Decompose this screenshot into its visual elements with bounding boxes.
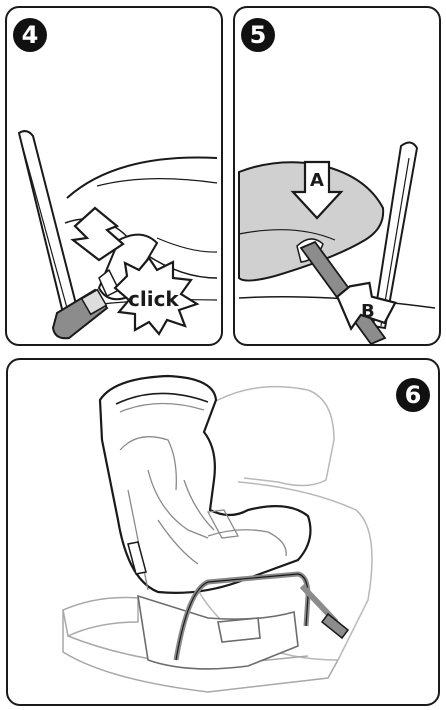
arrow-b-label: B	[361, 301, 375, 322]
step-4-illustration: click	[7, 8, 223, 346]
click-label: click	[128, 287, 179, 311]
step-6-illustration	[8, 360, 440, 706]
arrow-a-label: A	[310, 170, 324, 191]
step-5-panel: 5 A B	[233, 6, 441, 346]
step-5-badge: 5	[241, 18, 275, 52]
step-4-panel: 4 click	[5, 6, 223, 346]
step-4-badge: 4	[13, 18, 47, 52]
step-5-illustration: A B	[235, 8, 441, 346]
step-6-badge: 6	[396, 378, 430, 412]
step-6-panel: 6	[6, 358, 440, 706]
